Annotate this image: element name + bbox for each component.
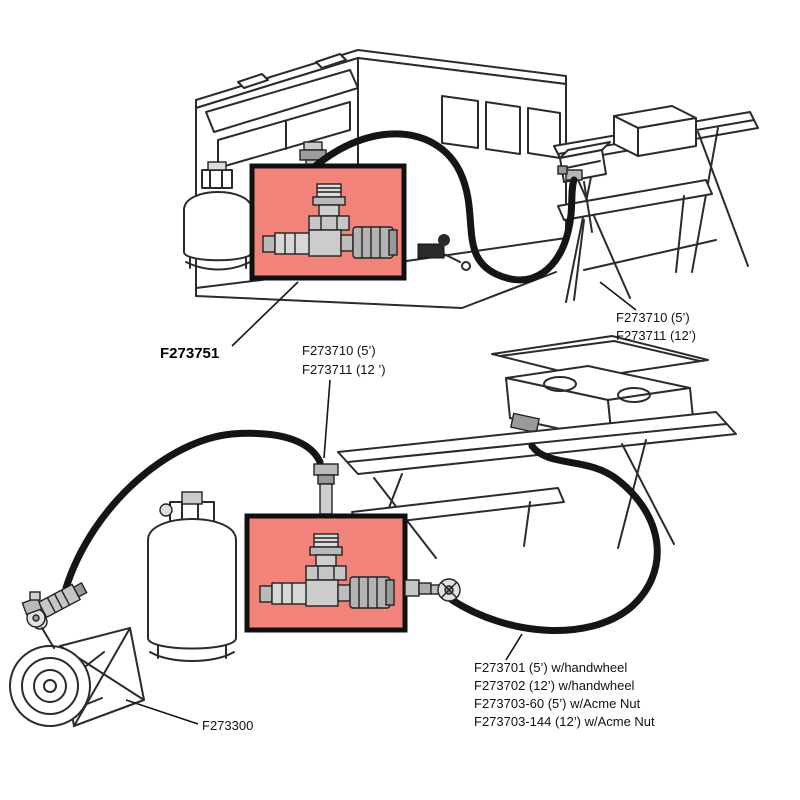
label-rv-hose-2: F273711 (12’) xyxy=(616,328,696,343)
label-stove-hose-4: F273703-144 (12’) w/Acme Nut xyxy=(474,714,655,729)
leader-rv-hose xyxy=(599,281,637,311)
rv-side-valve xyxy=(417,234,471,271)
label-stove-hose-1: F273701 (5’) w/handwheel xyxy=(474,660,627,675)
stove-burner xyxy=(617,387,651,403)
label-tee-adapter: F273751 xyxy=(160,345,219,362)
tank-hose xyxy=(62,429,324,592)
side-window xyxy=(441,95,479,149)
storage-box xyxy=(613,105,697,157)
side-window xyxy=(485,101,521,155)
label-stove-hose-2: F273702 (12’) w/handwheel xyxy=(474,678,635,693)
hose-end-fitting xyxy=(37,581,88,619)
handwheel-fitting xyxy=(404,578,461,602)
label-mid-hose-2: F273711 (12 ’) xyxy=(302,362,386,377)
leader-mid-hose xyxy=(323,379,331,459)
rv-illustration xyxy=(195,49,567,309)
propane-tank-large xyxy=(147,491,237,662)
label-heater: F273300 xyxy=(202,718,253,733)
roof-vent xyxy=(315,53,347,69)
label-mid-hose-1: F273710 (5’) xyxy=(302,343,376,358)
label-stove-hose-3: F273703-60 (5’) w/Acme Nut xyxy=(474,696,641,711)
awning xyxy=(205,69,359,133)
rv-hose xyxy=(309,130,578,284)
roof-vent xyxy=(237,73,269,89)
propane-tank-small xyxy=(183,161,253,271)
front-window xyxy=(217,101,351,169)
heater xyxy=(9,591,145,727)
label-rv-hose-1: F273710 (5’) xyxy=(616,310,690,325)
stove-burner xyxy=(543,376,577,392)
stove-hose xyxy=(448,442,661,634)
leader-tee-adapter xyxy=(231,281,299,347)
leader-heater xyxy=(125,699,199,725)
table-appliance xyxy=(557,141,611,233)
hose-coupling xyxy=(313,463,339,515)
leader-stove-hose xyxy=(505,633,523,661)
tank-valve-handwheel xyxy=(159,503,173,517)
